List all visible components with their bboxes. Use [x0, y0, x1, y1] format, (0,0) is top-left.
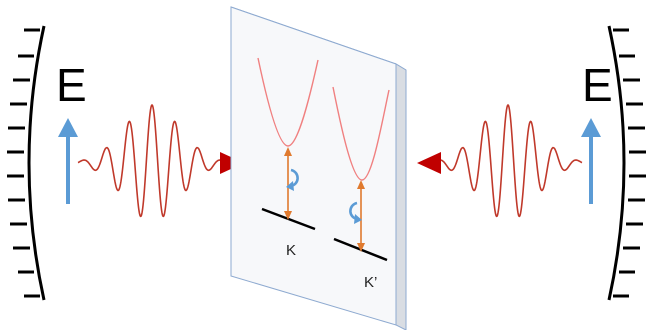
right-wave-packet — [417, 103, 583, 218]
valley-k: K — [257, 57, 319, 259]
left-wave-packet — [77, 103, 244, 218]
conduction-band-k-prime — [332, 86, 390, 181]
left-field-arrow — [58, 118, 78, 204]
right-field-arrow — [581, 118, 601, 204]
valley-label-k: K — [286, 242, 296, 259]
right-field-label: E — [582, 59, 613, 111]
sample-slab — [230, 6, 407, 330]
right-mirror — [607, 25, 646, 301]
conduction-band-k — [257, 57, 319, 147]
left-mirror — [7, 25, 46, 301]
valence-level-k — [261, 207, 316, 231]
right-wave-arrowhead — [417, 152, 441, 174]
valley-k-prime: K’ — [332, 86, 390, 291]
valley-label-k-prime: K’ — [364, 274, 377, 291]
left-field-label: E — [56, 59, 87, 111]
